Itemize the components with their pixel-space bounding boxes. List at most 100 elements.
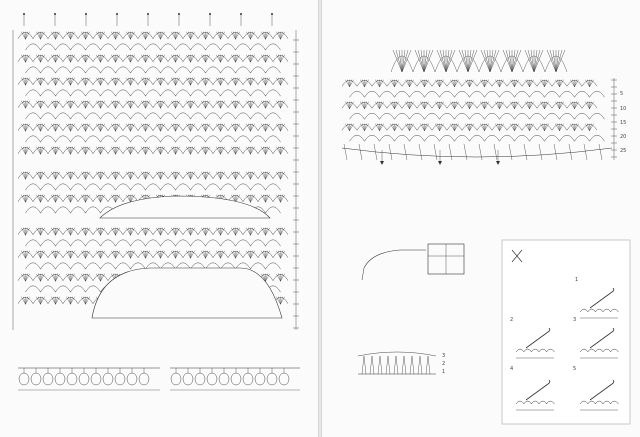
column-marker-dot: [178, 13, 180, 15]
cluster-row: [21, 100, 285, 109]
stitch-chart-yoke: [17, 171, 289, 219]
edging-picot: [102, 372, 114, 386]
stitch-row: [25, 239, 281, 247]
edging-arch: [500, 55, 524, 73]
cuff-stitch: [448, 143, 453, 161]
edging-b-stitch: [401, 355, 407, 375]
technique-fabric-2: [515, 348, 555, 353]
edging-picot: [126, 372, 138, 386]
technique-fabric-3: [579, 348, 619, 353]
column-marker-dot: [209, 13, 211, 15]
cluster-row: [345, 79, 594, 87]
cuff-stitch: [583, 143, 588, 161]
cuff-stitch: [478, 143, 483, 161]
cuff-stitch: [568, 143, 573, 161]
cluster-row: [345, 101, 594, 109]
stitch-row: [25, 66, 281, 74]
crochet-hook-4-tip: [547, 379, 551, 385]
edging-b-row-1: 1: [442, 369, 445, 375]
crochet-hook-1-tip: [611, 287, 615, 293]
stitch-row: [17, 55, 289, 62]
left-page: [0, 0, 318, 437]
sleeve-row-20: 20: [620, 134, 626, 140]
edging-b-top: [357, 351, 437, 357]
edging-chart-right: [170, 367, 300, 391]
stitch-row: [17, 101, 289, 108]
edging-b-stitch: [361, 355, 367, 375]
edging-b-stitch: [385, 355, 391, 375]
edging-arch: [544, 55, 568, 73]
crossed-stitch-symbol: [511, 249, 523, 263]
stitch-row: [25, 262, 281, 270]
cluster-row: [21, 31, 285, 40]
book-gutter: [318, 0, 322, 437]
edging-picot: [230, 372, 242, 386]
stitch-row: [17, 172, 289, 179]
column-marker-dot: [23, 13, 25, 15]
stitch-row: [25, 183, 281, 191]
edging-arch: [456, 55, 480, 73]
edging-picot: [42, 372, 54, 386]
column-marker-dot: [85, 13, 87, 15]
crochet-hook-5: [589, 383, 613, 401]
cluster-row: [21, 250, 285, 259]
neckline-opening-front: [91, 267, 283, 319]
crochet-hook-3-tip: [611, 327, 615, 333]
cuff-stitch: [598, 143, 603, 161]
edging-b-row-2: 2: [442, 361, 445, 367]
edging-fan: [414, 49, 434, 73]
stitch-row: [25, 43, 281, 51]
edging-picot: [114, 372, 126, 386]
stitch-row: [25, 135, 281, 143]
cuff-stitch: [493, 143, 498, 161]
technique-panel-border: [501, 239, 631, 425]
technique-fabric-4: [515, 400, 555, 405]
stitch-row: [17, 228, 289, 235]
edging-picot: [182, 372, 194, 386]
cuff-curve: [341, 147, 613, 158]
edging-picot: [194, 372, 206, 386]
edging-picot: [278, 372, 290, 386]
right-page-diagrams: 5 10 15 20 25 3 2 1 1 2 3 4 5: [341, 49, 631, 425]
stitch-chart-front-neck: [17, 227, 289, 319]
cuff-stitch: [508, 143, 513, 161]
stitch-row: [25, 112, 281, 120]
edging-b-stitch: [425, 355, 431, 375]
sleeve-row-5: 5: [620, 91, 623, 97]
column-marker-dot: [116, 13, 118, 15]
column-marker-dot: [54, 13, 56, 15]
cuff-stitch: [523, 143, 528, 161]
edging-fan: [546, 49, 566, 73]
cuff-outline: [363, 249, 426, 269]
edging-fan: [392, 49, 412, 73]
stitch-row: [17, 78, 289, 85]
crochet-hook-2: [525, 331, 549, 349]
stitch-row: [17, 124, 289, 131]
technique-step-2: 2: [510, 317, 513, 323]
edging-arch: [390, 55, 414, 73]
sleeve-pointer-head: [496, 161, 500, 165]
edging-b-chart: [357, 351, 437, 375]
edging-picot: [18, 372, 30, 386]
edging-picot: [254, 372, 266, 386]
stitch-row: [349, 90, 605, 98]
cuff-stitch: [463, 143, 468, 161]
edging-picot: [170, 372, 182, 386]
technique-fabric-5: [579, 400, 619, 405]
edging-b-stitch: [417, 355, 423, 375]
edging-fan: [436, 49, 456, 73]
cluster-row: [21, 123, 285, 132]
cluster-row: [21, 77, 285, 86]
stitch-row: [17, 251, 289, 258]
cuff-stitch: [538, 143, 543, 161]
cuff-stitch: [553, 143, 558, 161]
edging-picot: [242, 372, 254, 386]
right-page: 5 10 15 20 25 3 2 1 1 2 3 4 5: [322, 0, 640, 437]
cluster-row: [21, 54, 285, 63]
sleeve-chart-annotations: [380, 78, 617, 165]
cuff-stitch: [403, 143, 408, 161]
crochet-hook-1: [589, 291, 613, 309]
stitch-row: [17, 147, 289, 154]
technique-step-4: 4: [510, 366, 513, 372]
